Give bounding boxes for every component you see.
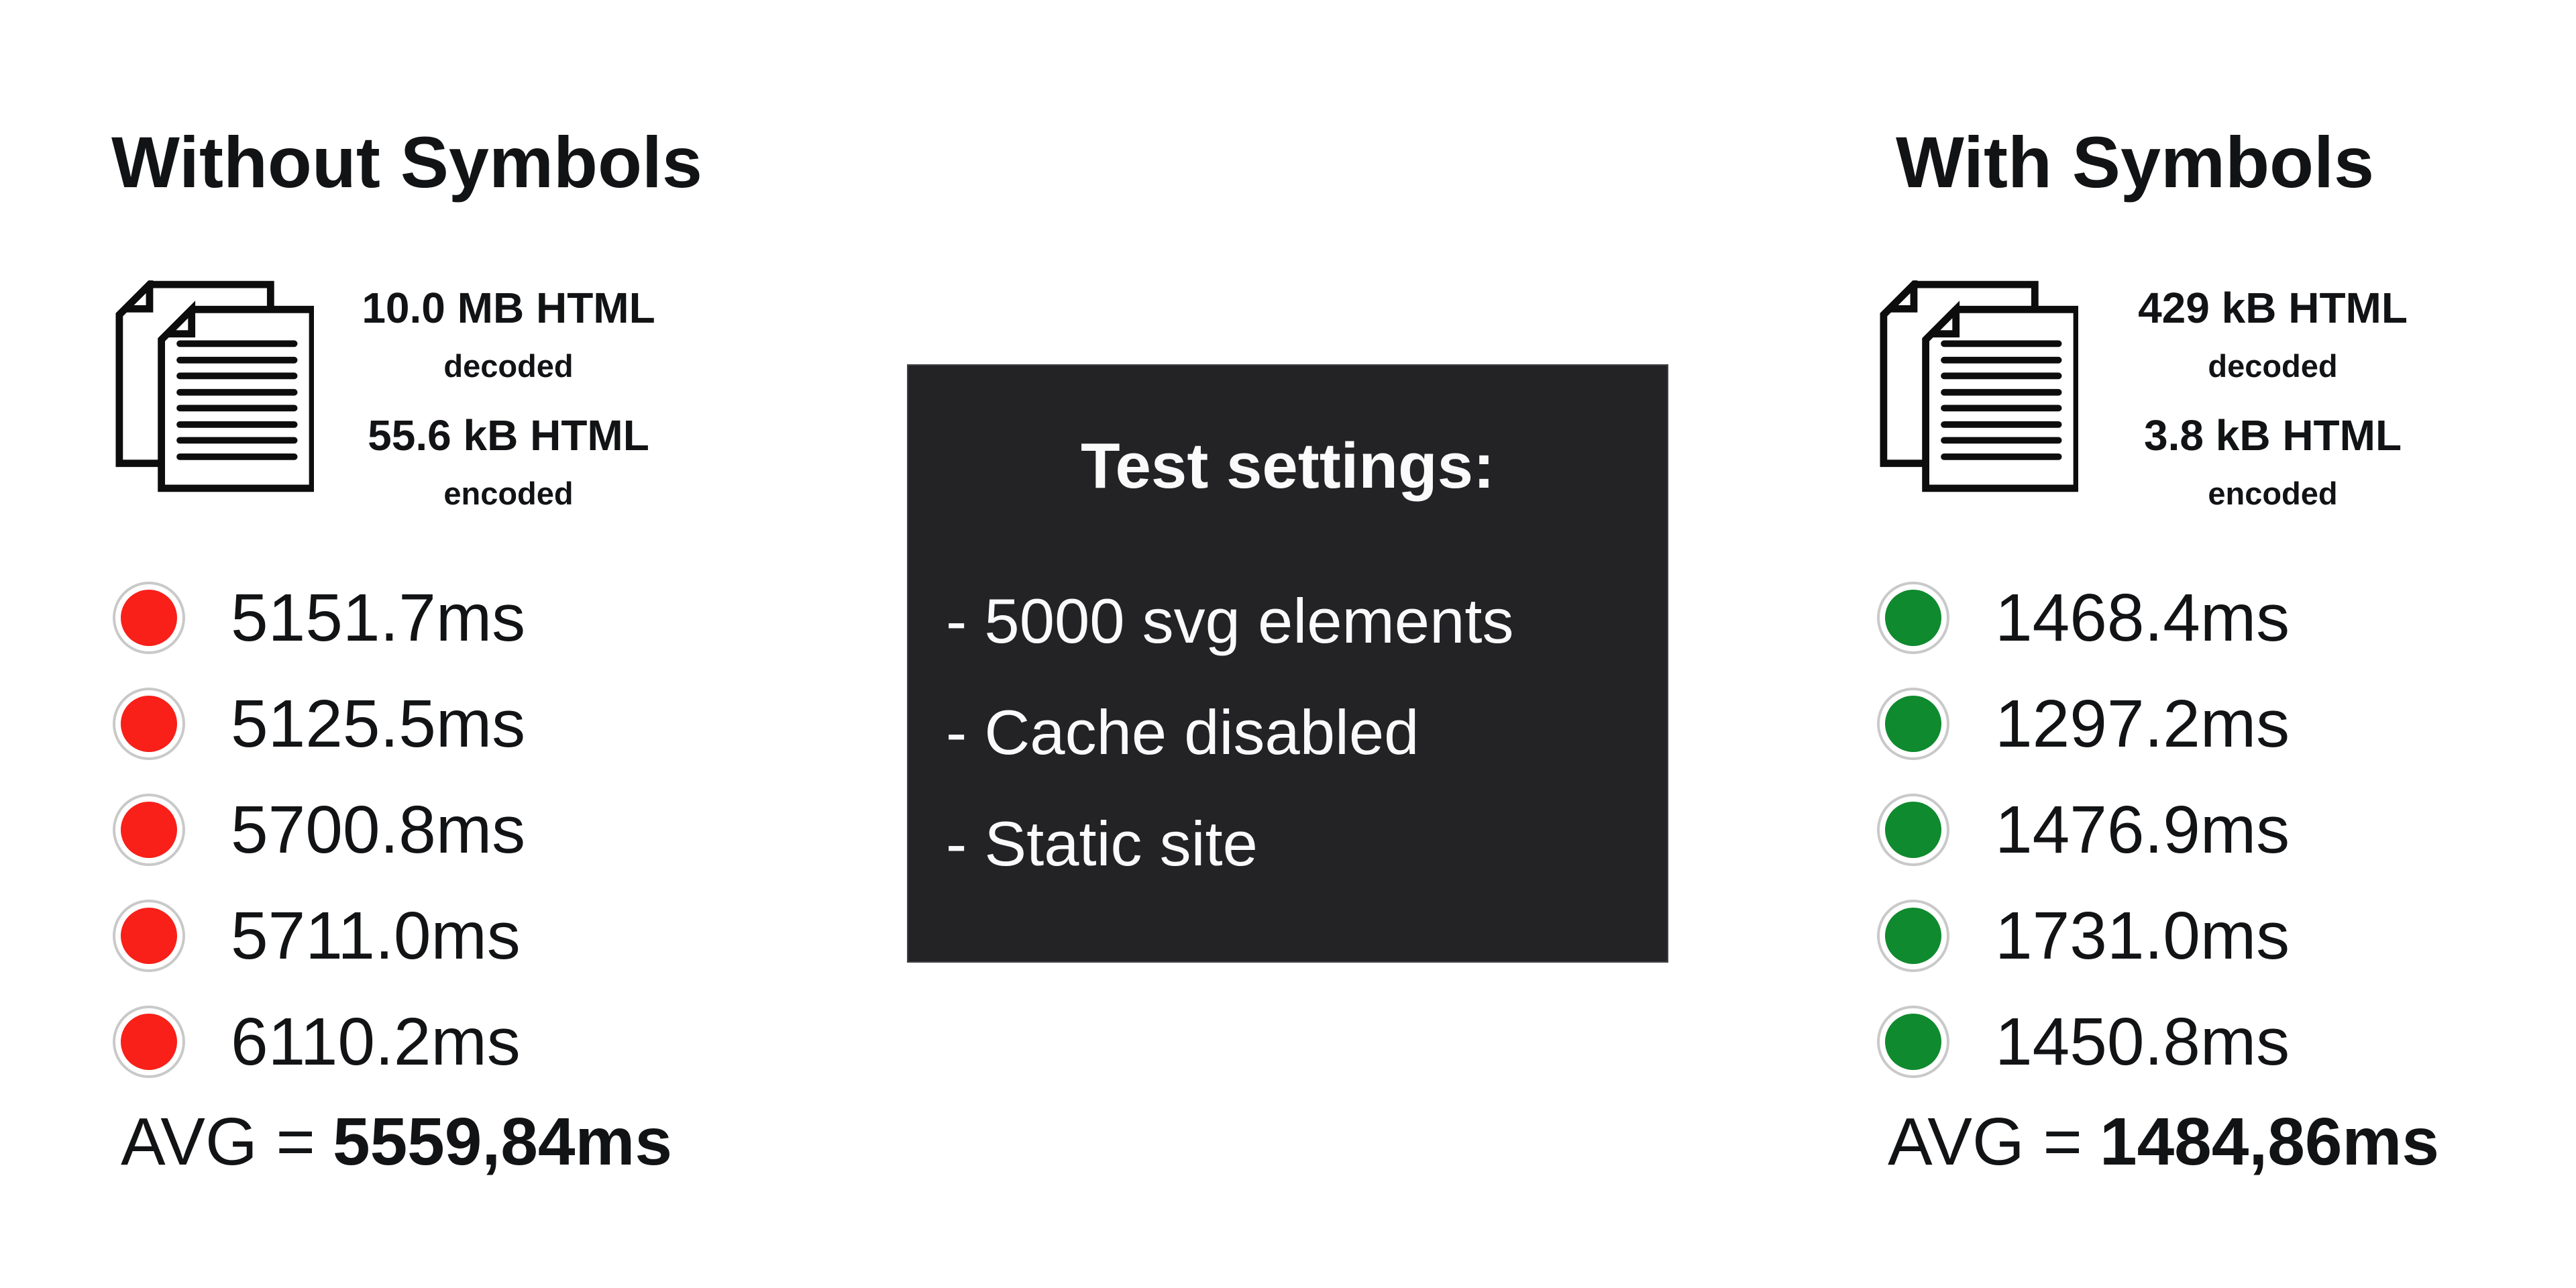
documents-icon [115, 280, 314, 492]
list-item: 1450.8ms [1877, 989, 2290, 1095]
time-value: 5700.8ms [231, 792, 526, 867]
test-settings-title: Test settings: [1081, 430, 1495, 502]
time-value: 1731.0ms [1995, 898, 2290, 973]
time-value: 1468.4ms [1995, 580, 2290, 655]
left-decoded-size: 10.0 MB HTML [362, 284, 655, 332]
list-item: 5125.5ms [113, 671, 525, 777]
right-decoded-label: decoded [2208, 348, 2338, 384]
time-value: 5151.7ms [231, 580, 526, 655]
left-average: AVG =5559,84ms [121, 1108, 672, 1175]
red-dot-icon [113, 794, 185, 866]
test-settings-list: - 5000 svg elements - Cache disabled - S… [908, 566, 1667, 900]
avg-label: AVG = [1888, 1104, 2082, 1179]
list-item: 1476.9ms [1877, 777, 2290, 883]
time-value: 5125.5ms [231, 686, 526, 761]
test-settings-panel: Test settings: - 5000 svg elements - Cac… [907, 364, 1668, 963]
avg-label: AVG = [121, 1104, 315, 1179]
left-file-sizes: 10.0 MB HTML decoded 55.6 kB HTML encode… [321, 280, 696, 510]
right-encoded-label: encoded [2208, 476, 2338, 511]
list-item: 5700.8ms [113, 777, 525, 883]
list-item: 5711.0ms [113, 883, 525, 989]
right-average: AVG =1484,86ms [1888, 1108, 2439, 1175]
red-dot-icon [113, 1006, 185, 1078]
list-item: - 5000 svg elements [946, 586, 1514, 656]
without-symbols-title: Without Symbols [111, 121, 702, 203]
right-file-summary: 429 kB HTML decoded 3.8 kB HTML encoded [1880, 280, 2461, 510]
list-item: - Cache disabled [946, 697, 1419, 767]
list-item: - Static site [946, 808, 1258, 879]
list-item: 1468.4ms [1877, 565, 2290, 671]
left-decoded-label: decoded [443, 348, 574, 384]
left-file-summary: 10.0 MB HTML decoded 55.6 kB HTML encode… [115, 280, 696, 510]
avg-value: 5559,84ms [332, 1104, 672, 1179]
time-value: 1297.2ms [1995, 686, 2290, 761]
green-dot-icon [1877, 900, 1949, 972]
right-decoded-size: 429 kB HTML [2138, 284, 2408, 332]
list-item: 1731.0ms [1877, 883, 2290, 989]
time-value: 5711.0ms [231, 898, 521, 973]
right-file-sizes: 429 kB HTML decoded 3.8 kB HTML encoded [2085, 280, 2461, 510]
time-value: 1476.9ms [1995, 792, 2290, 867]
list-item: 6110.2ms [113, 989, 525, 1095]
red-dot-icon [113, 582, 185, 654]
red-dot-icon [113, 900, 185, 972]
right-times-list: 1468.4ms 1297.2ms 1476.9ms 1731.0ms 1450… [1877, 565, 2290, 1095]
green-dot-icon [1877, 794, 1949, 866]
green-dot-icon [1877, 582, 1949, 654]
documents-icon [1880, 280, 2078, 492]
time-value: 1450.8ms [1995, 1004, 2290, 1079]
time-value: 6110.2ms [231, 1004, 521, 1079]
left-encoded-label: encoded [443, 476, 574, 511]
avg-value: 1484,86ms [2099, 1104, 2439, 1179]
green-dot-icon [1877, 688, 1949, 760]
left-encoded-size: 55.6 kB HTML [368, 411, 649, 460]
with-symbols-title: With Symbols [1896, 121, 2375, 203]
list-item: 1297.2ms [1877, 671, 2290, 777]
right-encoded-size: 3.8 kB HTML [2143, 411, 2402, 460]
red-dot-icon [113, 688, 185, 760]
green-dot-icon [1877, 1006, 1949, 1078]
left-times-list: 5151.7ms 5125.5ms 5700.8ms 5711.0ms 6110… [113, 565, 525, 1095]
list-item: 5151.7ms [113, 565, 525, 671]
